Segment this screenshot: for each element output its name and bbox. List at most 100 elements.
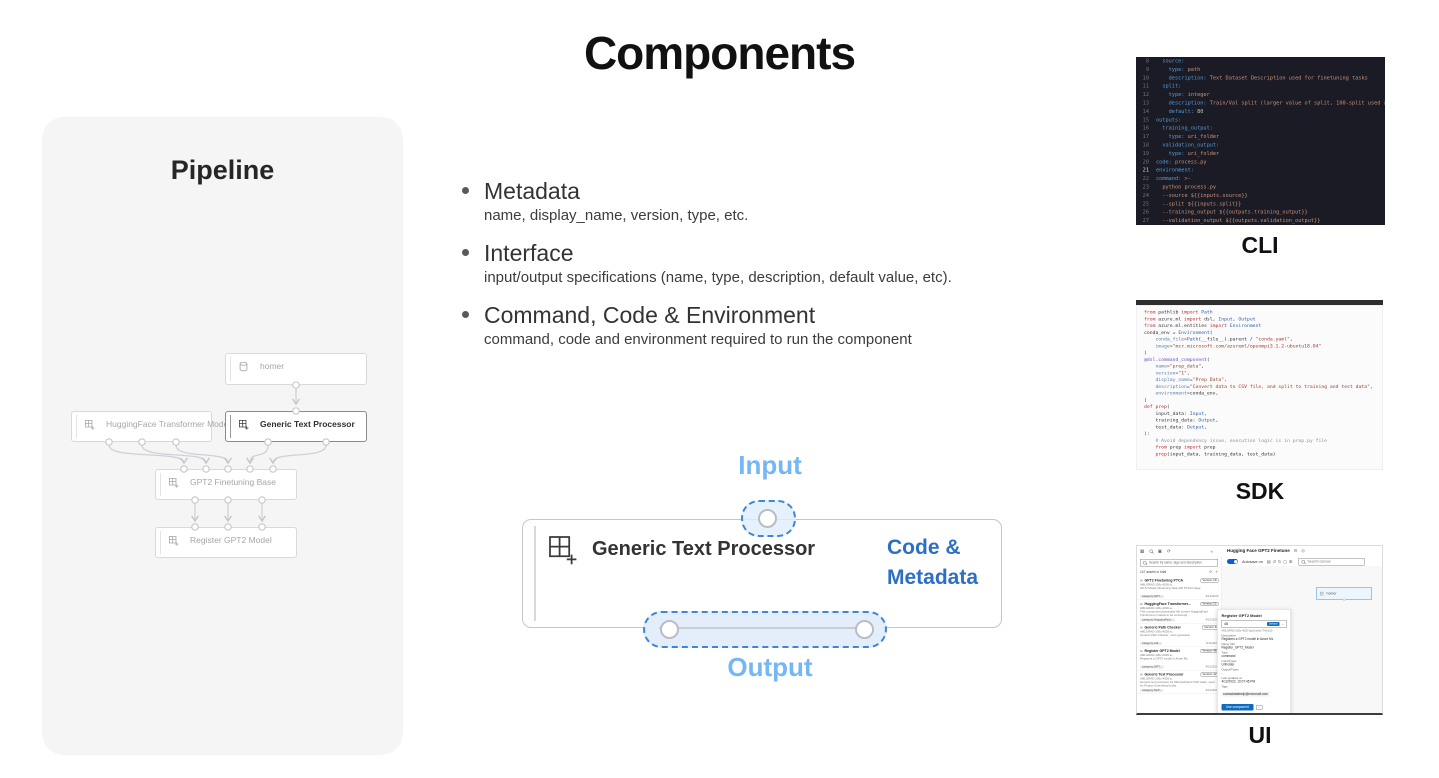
asset-card[interactable]: ⊞ Register GPT2 Model Version 48 AMLGRAD… bbox=[1137, 647, 1222, 671]
refresh-icon[interactable]: ⟳ bbox=[1209, 570, 1212, 575]
asset-card[interactable]: ⊞ Generic Path Checker Version 8 AMLGRAD… bbox=[1137, 624, 1222, 647]
pipeline-heading: Pipeline bbox=[170, 155, 275, 185]
card-accent-line bbox=[534, 526, 536, 621]
output-label: Output bbox=[727, 652, 813, 682]
component-icon bbox=[168, 477, 179, 488]
bullet-title: Interface bbox=[484, 240, 574, 266]
assets-panel: Search by name, tags and description 147… bbox=[1137, 556, 1222, 713]
bullet-metadata: Metadata name, display_name, version, ty… bbox=[462, 176, 1122, 225]
cli-code-editor: 8 source: 9 type: path 10 description: T… bbox=[1142, 58, 1385, 224]
asset-card[interactable]: ⊞ Generic Text Processor Version 42 AMLG… bbox=[1137, 671, 1222, 694]
cli-screenshot: 8 source: 9 type: path 10 description: T… bbox=[1136, 57, 1385, 225]
info-icon[interactable]: ◎ bbox=[1301, 548, 1305, 553]
version-chip[interactable]: Version 18 bbox=[1200, 578, 1219, 583]
search-icon bbox=[1301, 559, 1305, 564]
category-tag: category:Util... bbox=[1140, 642, 1163, 645]
node-accent-bar bbox=[76, 415, 77, 438]
ui-screenshot: ▦ ▣ ⟳ « Hugging Face GPT2 Finetune ⚙ ◎ A… bbox=[1136, 545, 1383, 715]
collapse-icon[interactable]: « bbox=[1210, 548, 1213, 554]
component-card-title: Generic Text Processor bbox=[592, 538, 816, 560]
canvas-search-input[interactable]: Search canvas bbox=[1298, 557, 1365, 566]
version-select[interactable]: 48 Default ⌄ bbox=[1221, 620, 1287, 628]
node-label: homer bbox=[260, 361, 285, 371]
node-label: Generic Text Processor bbox=[260, 419, 355, 429]
output-port-left[interactable] bbox=[660, 620, 679, 639]
search-icon[interactable] bbox=[1149, 549, 1153, 553]
node-label: Register GPT2 Model bbox=[190, 535, 272, 545]
code-and-metadata-label: Code & Metadata bbox=[887, 536, 979, 589]
category-tag: category:HuggingFace... bbox=[1140, 618, 1176, 622]
ui-toolbar: Autosave on ▤↺↻▢⊞ Search canvas bbox=[1227, 557, 1365, 566]
autosave-toggle[interactable] bbox=[1227, 559, 1238, 564]
node-label: GPT2 Finetuning Base bbox=[190, 477, 276, 487]
more-options-button[interactable]: ... bbox=[1255, 704, 1263, 710]
sdk-window-top-bar bbox=[1136, 300, 1383, 305]
pipeline-node-gpt2-finetuning[interactable]: GPT2 Finetuning Base bbox=[155, 469, 297, 500]
output-port-highlight bbox=[643, 611, 887, 648]
component-icon bbox=[168, 535, 179, 546]
output-port-right[interactable] bbox=[855, 620, 874, 639]
sdk-screenshot: from pathlib import Path from azure.ml i… bbox=[1136, 305, 1383, 470]
data-icon[interactable]: ▣ bbox=[1157, 548, 1163, 554]
bullet-command-code-env: Command, Code & Environment command, cod… bbox=[462, 300, 1122, 349]
node-accent-bar bbox=[160, 531, 161, 554]
node-port[interactable] bbox=[1342, 598, 1346, 601]
component-icon bbox=[84, 419, 95, 430]
modules-icon[interactable]: ▦ bbox=[1140, 548, 1145, 554]
input-port[interactable] bbox=[758, 509, 777, 528]
category-tag: category:NLP... bbox=[1140, 689, 1164, 692]
refresh-icon[interactable]: ⟳ bbox=[1167, 548, 1171, 554]
node-accent-bar bbox=[230, 357, 231, 381]
pipeline-node-homer[interactable]: homer bbox=[225, 353, 367, 385]
canvas-node-homer[interactable]: homer bbox=[1316, 587, 1372, 601]
node-accent-bar bbox=[160, 473, 161, 496]
category-tag: category:GPT... bbox=[1140, 665, 1164, 669]
bullet-desc: name, display_name, version, type, etc. bbox=[484, 207, 749, 224]
dataset-icon bbox=[1320, 591, 1324, 596]
bullet-dot bbox=[462, 249, 469, 256]
pipeline-node-register-gpt2[interactable]: Register GPT2 Model bbox=[155, 527, 297, 558]
toolbar-icons[interactable]: ▤↺↻▢⊞ bbox=[1266, 559, 1295, 564]
gear-icon[interactable]: ⚙ bbox=[1293, 548, 1298, 553]
bullet-dot bbox=[462, 187, 469, 194]
bullet-interface: Interface input/output specifications (n… bbox=[462, 238, 1122, 287]
bullet-title: Metadata bbox=[484, 178, 580, 204]
version-chip[interactable]: Version 42 bbox=[1200, 672, 1219, 677]
pipeline-node-huggingface[interactable]: HuggingFace Transformer Model bbox=[71, 411, 230, 442]
bullet-desc: command, code and environment required t… bbox=[484, 331, 912, 348]
component-icon: ⊞ bbox=[1140, 626, 1143, 630]
component-icon: ⊞ bbox=[1140, 673, 1143, 677]
detail-title: Register GPT2 Model bbox=[1221, 613, 1262, 619]
ui-caption: UI bbox=[1248, 722, 1272, 748]
component-id: AMLGRAD-130c-4026-aac3-aebc77fe5d10 bbox=[1221, 629, 1273, 633]
component-card bbox=[522, 519, 1002, 628]
asset-card[interactable]: ⊞ HuggingFace Transformer... Version 22 … bbox=[1137, 600, 1222, 624]
pipeline-node-generic-text-processor[interactable]: Generic Text Processor bbox=[225, 411, 367, 442]
component-icon: ⊞ bbox=[1140, 579, 1143, 583]
asset-card[interactable]: ⊞ GPT2 Finetuning PTCA Version 18 AMLGRA… bbox=[1137, 577, 1222, 600]
component-icon bbox=[238, 419, 249, 430]
filter-icon bbox=[1143, 561, 1147, 565]
version-chip[interactable]: Version 48 bbox=[1200, 649, 1219, 653]
dataset-icon bbox=[239, 361, 248, 372]
bullet-list: Metadata name, display_name, version, ty… bbox=[462, 176, 1122, 362]
default-chip: Default bbox=[1266, 622, 1280, 626]
assets-search-input[interactable]: Search by name, tags and description bbox=[1140, 559, 1218, 567]
input-label: Input bbox=[738, 450, 802, 480]
bullet-dot bbox=[462, 311, 469, 318]
sdk-caption: SDK bbox=[1235, 478, 1285, 504]
cli-caption: CLI bbox=[1241, 232, 1279, 258]
chevron-down-icon: ⌄ bbox=[1281, 622, 1284, 626]
use-component-button[interactable]: Use component bbox=[1221, 704, 1254, 711]
autosave-label: Autosave on bbox=[1242, 559, 1263, 564]
sdk-code: from pathlib import Path from azure.ml i… bbox=[1144, 309, 1373, 457]
node-label: HuggingFace Transformer Model bbox=[106, 419, 231, 429]
bullet-title: Command, Code & Environment bbox=[484, 302, 816, 328]
left-rail-icons: ▦ ▣ ⟳ « bbox=[1140, 549, 1218, 555]
category-tag: category:GPT... bbox=[1140, 595, 1164, 598]
add-icon[interactable]: ＋ bbox=[1215, 570, 1219, 575]
node-accent-bar bbox=[230, 415, 231, 438]
version-chip[interactable]: Version 22 bbox=[1200, 602, 1219, 606]
component-detail-panel: Register GPT2 Model 48 Default ⌄ AMLGRAD… bbox=[1217, 609, 1291, 713]
